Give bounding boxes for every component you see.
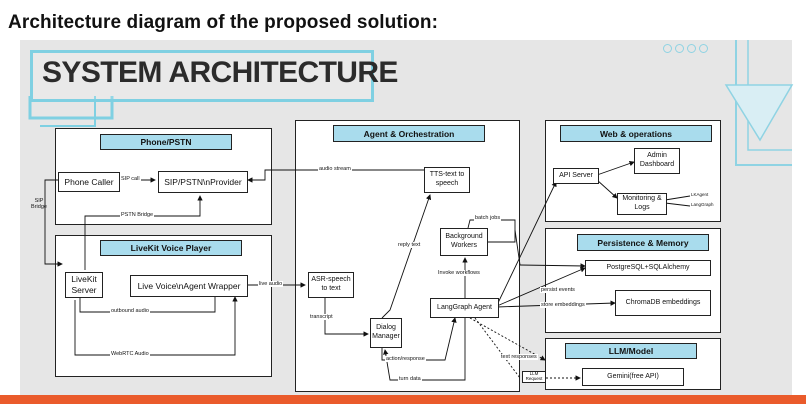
label-transcript: transcript xyxy=(309,314,334,321)
page-heading: Architecture diagram of the proposed sol… xyxy=(8,12,439,33)
node-livekit-server: LiveKit Server xyxy=(65,272,103,298)
label-batch-jobs: batch jobs xyxy=(474,215,502,222)
panel-livekit xyxy=(55,235,272,377)
node-tts: TTS-text to speech xyxy=(424,167,470,193)
node-admin-dashboard: Admin Dashboard xyxy=(634,148,680,174)
label-invoke-workflows: Invoke workflows xyxy=(437,270,481,277)
node-dialog-manager: Dialog Manager xyxy=(370,318,402,348)
node-langgraph-agent: LangGraph Agent xyxy=(430,298,499,318)
label-reply-text: reply text xyxy=(397,242,422,249)
node-chromadb: ChromaDB embeddings xyxy=(615,290,711,316)
panel-persistence-title: Persistence & Memory xyxy=(577,234,709,251)
label-store-embeddings: store embeddings xyxy=(540,302,586,309)
node-monitoring-logs: Monitoring & Logs xyxy=(617,193,667,215)
node-api-server: API Server xyxy=(553,168,599,184)
node-asr: ASR-speech to text xyxy=(308,272,354,298)
slide-title: SYSTEM ARCHITECTURE xyxy=(42,56,398,89)
accent-bar xyxy=(0,395,806,404)
node-postgres: PostgreSQL+SQLAlchemy xyxy=(585,260,711,276)
label-webrtc-audio: WebRTC Audio xyxy=(110,351,150,358)
node-voice-agent-wrapper: Live Voice\nAgent Wrapper xyxy=(130,275,248,297)
panel-livekit-title: LiveKit Voice Player xyxy=(100,240,242,256)
label-llm-request: LLM Request xyxy=(522,371,546,383)
node-background-workers: Background Workers xyxy=(440,228,488,256)
panel-llm-title: LLM/Model xyxy=(565,343,697,359)
label-pstn-bridge: PSTN Bridge xyxy=(120,212,155,219)
node-phone-caller: Phone Caller xyxy=(58,172,120,192)
node-gemini: Gemini(free API) xyxy=(582,368,684,386)
panel-agent-title: Agent & Orchestration xyxy=(333,125,485,142)
label-outbound-audio: outbound audio xyxy=(110,308,150,315)
label-lkagent: LKAgent xyxy=(691,192,709,197)
decorative-dots xyxy=(663,44,708,53)
label-live-audio: live audio xyxy=(258,281,284,288)
label-audio-stream: audio stream xyxy=(318,166,352,173)
label-action-response: action/response xyxy=(385,356,426,363)
label-persist-events: persist events xyxy=(540,287,576,294)
label-sip-bridge: SIP Bridge xyxy=(31,198,47,211)
label-turn-data: turn data xyxy=(398,376,422,383)
node-sip-provider: SIP/PSTN\nProvider xyxy=(158,171,248,193)
panel-web-title: Web & operations xyxy=(560,125,712,142)
title-frame xyxy=(30,50,374,102)
label-langgraph: LangGraph xyxy=(691,202,714,207)
label-sip-call: SIP call xyxy=(120,176,141,183)
panel-agent xyxy=(295,120,520,392)
label-text-responses: text responses xyxy=(500,354,538,361)
panel-phone-title: Phone/PSTN xyxy=(100,134,232,150)
